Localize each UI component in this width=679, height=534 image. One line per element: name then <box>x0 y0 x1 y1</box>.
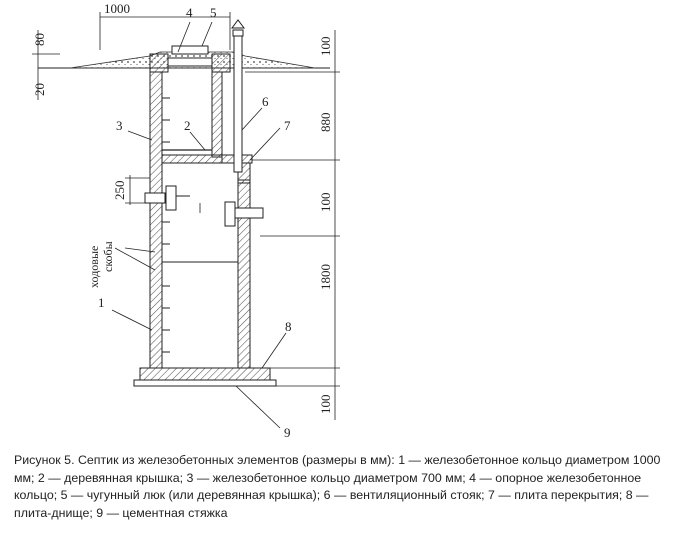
septic-diagram: 1000 80 20 100 880 250 100 1800 100 4 5 … <box>32 1 340 440</box>
dim-1800: 1800 <box>318 264 333 290</box>
screed <box>133 379 277 387</box>
outlet-pipe <box>224 201 264 227</box>
figure-caption: Рисунок 5. Септик из железобетонных элем… <box>14 453 661 520</box>
inlet-pipe <box>144 185 190 211</box>
support-ring <box>149 53 231 73</box>
dim-100-top: 100 <box>318 37 333 57</box>
dim-100-bottom: 100 <box>318 395 333 415</box>
label-3: 3 <box>116 118 123 133</box>
step-brackets <box>162 97 170 353</box>
vent-stack <box>231 19 245 173</box>
label-8: 8 <box>285 319 292 334</box>
label-9: 9 <box>284 425 291 440</box>
dim-20: 20 <box>32 83 47 96</box>
label-6: 6 <box>262 94 269 109</box>
label-5: 5 <box>210 5 217 20</box>
inner-ring <box>211 71 223 158</box>
dim-80: 80 <box>32 33 47 46</box>
dim-880: 880 <box>318 113 333 133</box>
label-4: 4 <box>186 5 193 20</box>
steps-label-line1: ходовые <box>87 246 101 288</box>
leader-lines <box>111 21 287 429</box>
dim-250: 250 <box>112 181 127 201</box>
bottom-slab <box>139 367 271 381</box>
dim-100-mid: 100 <box>318 193 333 213</box>
dimension-lines <box>32 12 340 420</box>
label-7: 7 <box>284 118 291 133</box>
label-1: 1 <box>98 295 105 310</box>
hatch-cover <box>171 45 209 55</box>
dim-1000: 1000 <box>104 1 130 16</box>
steps-label-line2: скобы <box>101 241 115 272</box>
label-2: 2 <box>184 118 191 133</box>
